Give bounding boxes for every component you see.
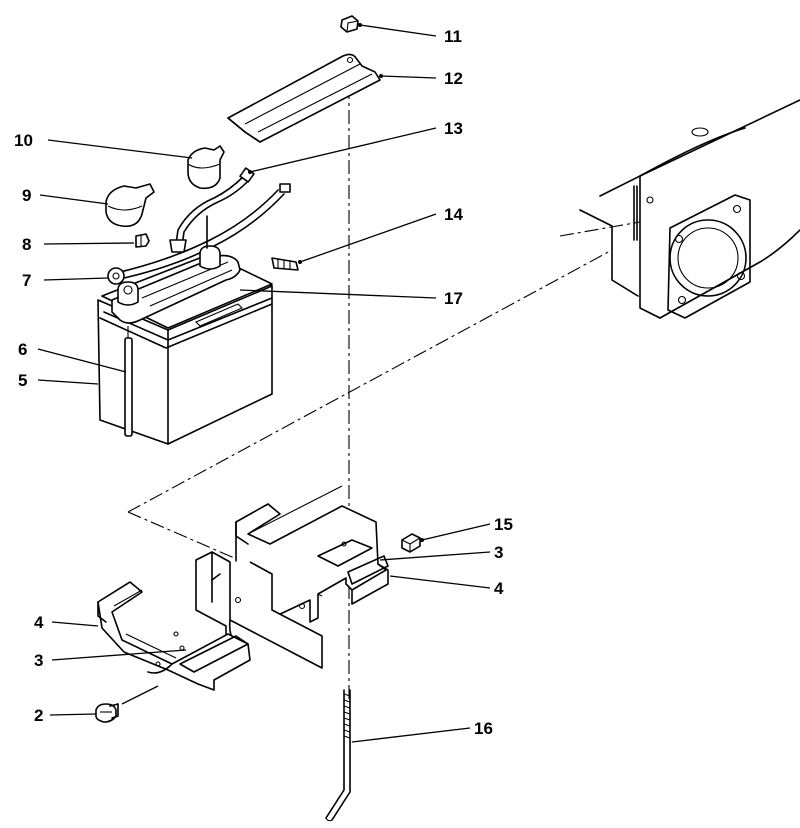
callout-14: 14 bbox=[444, 205, 463, 224]
part-8-terminal-nut bbox=[135, 233, 150, 248]
part-15-nut bbox=[401, 533, 421, 553]
part-3-right-insulator bbox=[347, 555, 389, 585]
leader-lines bbox=[37, 23, 491, 743]
callout-16: 16 bbox=[474, 719, 493, 738]
callout-12: 12 bbox=[444, 69, 463, 88]
engine-frame-bracket bbox=[579, 99, 800, 319]
callout-4-right: 4 bbox=[494, 579, 504, 598]
callout-15: 15 bbox=[494, 515, 513, 534]
callout-7: 7 bbox=[22, 271, 31, 290]
callout-5: 5 bbox=[18, 371, 27, 390]
part-6-hold-down-rod bbox=[124, 326, 133, 437]
part-14-bolt bbox=[271, 257, 299, 271]
part-13-battery-cable bbox=[169, 167, 255, 253]
part-5-battery bbox=[97, 215, 273, 445]
part-4-left-tray bbox=[97, 581, 251, 691]
part-10-terminal-boot bbox=[187, 145, 225, 190]
part-12-hold-down-strap bbox=[227, 53, 381, 143]
callout-11: 11 bbox=[444, 27, 462, 46]
callout-9: 9 bbox=[22, 186, 31, 205]
part-9-terminal-boot bbox=[105, 183, 155, 228]
callout-4-left: 4 bbox=[34, 613, 44, 632]
center-mounting-plate bbox=[195, 551, 323, 669]
callout-3-right: 3 bbox=[494, 543, 503, 562]
callout-6: 6 bbox=[18, 340, 27, 359]
callout-17: 17 bbox=[444, 289, 463, 308]
callout-3-left: 3 bbox=[34, 651, 43, 670]
part-2-screw bbox=[95, 703, 119, 723]
part-11-nut bbox=[340, 15, 359, 33]
callout-labels: 11 12 13 10 9 14 8 7 17 6 5 15 3 4 4 3 2… bbox=[14, 27, 513, 738]
callout-2: 2 bbox=[34, 706, 43, 725]
callout-8: 8 bbox=[22, 235, 31, 254]
callout-10: 10 bbox=[14, 131, 33, 150]
part-3-left-insulator bbox=[179, 635, 249, 673]
callout-13: 13 bbox=[444, 119, 463, 138]
part-16-j-bolt bbox=[325, 689, 351, 822]
